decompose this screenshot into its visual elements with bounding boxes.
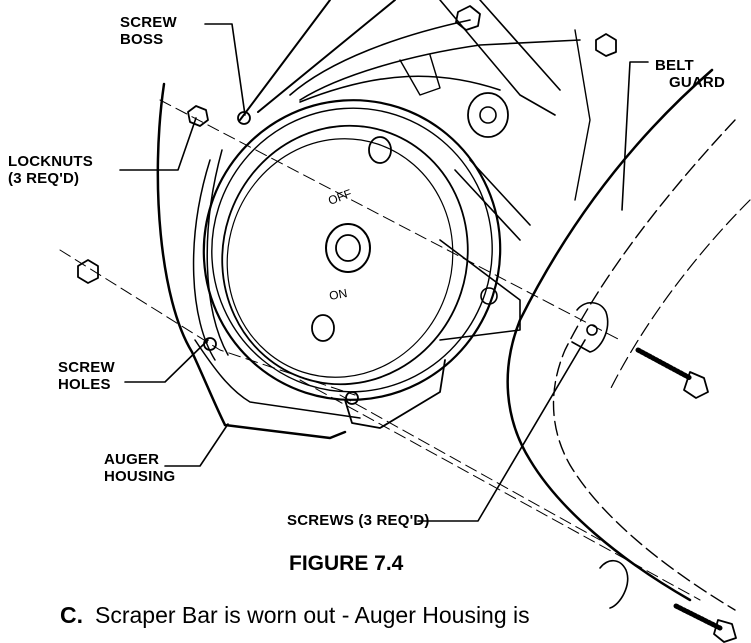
pulley-markings: OFF ON xyxy=(326,186,353,302)
label-belt-guard-line1: BELT xyxy=(655,57,694,74)
step-paragraph: C. Scraper Bar is worn out - Auger Housin… xyxy=(60,602,530,629)
label-screws: SCREWS (3 REQ'D) xyxy=(287,512,430,529)
step-text: Scraper Bar is worn out - Auger Housing … xyxy=(95,602,530,628)
label-screw-boss-line2: BOSS xyxy=(120,31,164,48)
label-screw-boss-line1: SCREW xyxy=(120,14,177,31)
label-screw-holes: SCREW HOLES xyxy=(58,359,115,393)
alignment-lines xyxy=(59,99,701,601)
label-locknuts-line2: (3 REQ'D) xyxy=(8,170,80,187)
drive-belt xyxy=(299,75,531,341)
screw-holes xyxy=(203,111,598,405)
auger-housing xyxy=(156,82,446,440)
figure-title: FIGURE 7.4 xyxy=(289,552,404,575)
label-screw-holes-line1: SCREW xyxy=(58,359,115,376)
label-belt-guard: BELT GUARD xyxy=(655,57,725,91)
hardware xyxy=(77,5,737,643)
label-auger-housing-line1: AUGER xyxy=(104,451,160,468)
label-locknuts-line1: LOCKNUTS xyxy=(8,153,93,170)
label-screw-holes-line2: HOLES xyxy=(58,376,111,393)
upper-frame xyxy=(239,0,591,201)
label-belt-guard-line2: GUARD xyxy=(669,74,725,91)
label-auger-housing-line2: HOUSING xyxy=(104,468,176,485)
pulley-marking-bottom: ON xyxy=(328,286,348,303)
belt-guard xyxy=(506,68,751,611)
pulley-marking-top: OFF xyxy=(326,186,353,207)
leader-lines xyxy=(119,23,649,522)
pulley xyxy=(202,99,502,401)
label-locknuts: LOCKNUTS (3 REQ'D) xyxy=(8,153,93,187)
label-auger-housing: AUGER HOUSING xyxy=(104,451,175,485)
step-letter: C. xyxy=(60,602,83,628)
label-screw-boss: SCREW BOSS xyxy=(120,14,177,48)
